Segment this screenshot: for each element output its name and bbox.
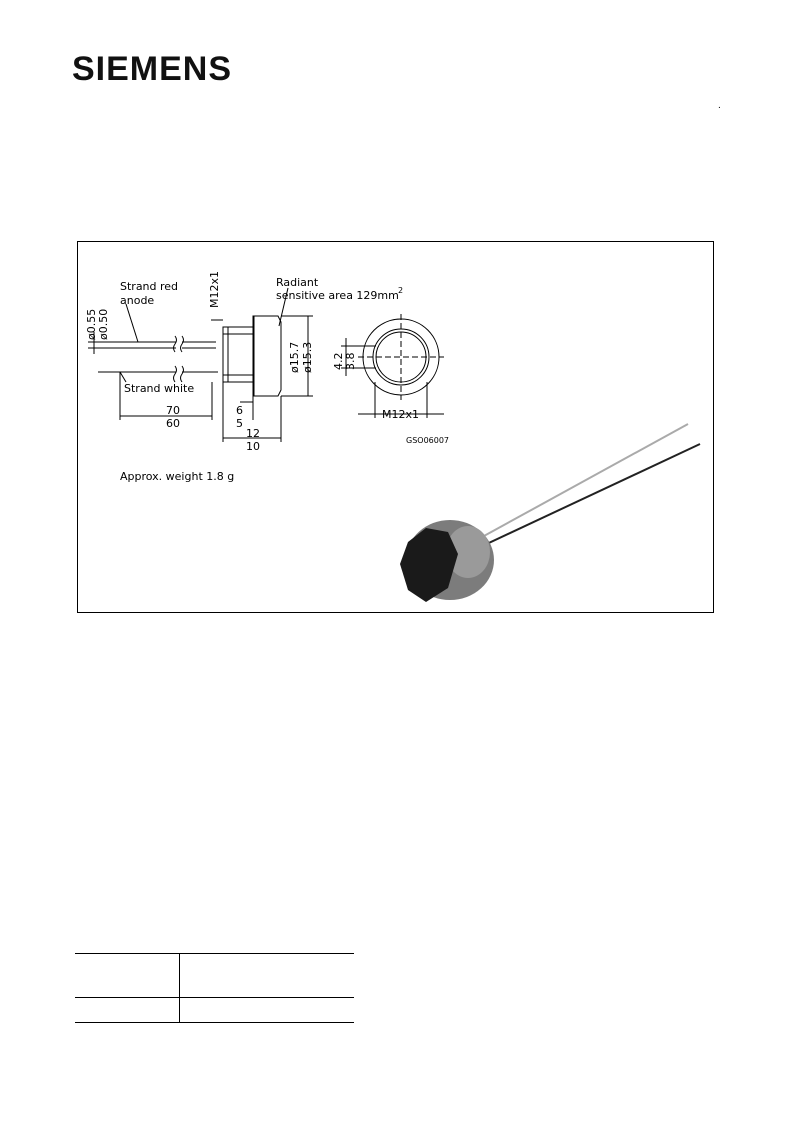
dimension-drawing: Strand red anode Strand white M12x1 Radi… [85,271,701,602]
thread-label-vertical: M12x1 [208,271,221,308]
wire-dia-min: ø0.50 [97,309,110,340]
page-mark: . [718,100,721,111]
total-length-max: 12 [246,427,260,440]
front-thread-label: M12x1 [382,408,419,421]
drawing-code: GSO06007 [406,436,449,445]
table-rule-middle [75,997,354,998]
body-dia-min: ø15.3 [301,342,314,373]
siemens-logo: SIEMENS [72,50,233,88]
head-length-min: 5 [236,417,243,430]
table-rule-top [75,953,354,954]
side-view [88,287,313,442]
anode-label: anode [120,294,154,307]
table-rule-bottom [75,1022,354,1023]
package-outline-figure: Strand red anode Strand white M12x1 Radi… [77,241,714,613]
front-dim-max: 4.2 [332,353,345,371]
sensitive-area-label: sensitive area 129mm [276,289,399,302]
front-view [341,314,444,418]
strand-red-label: Strand red [120,280,178,293]
product-photo [400,423,701,602]
radiant-label: Radiant [276,276,319,289]
strand-white-label: Strand white [124,382,194,395]
weight-note: Approx. weight 1.8 g [120,470,234,483]
wire-length-min: 60 [166,417,180,430]
wire-dia-max: ø0.55 [85,309,98,340]
body-dia-max: ø15.7 [288,342,301,373]
sensitive-area-superscript: 2 [398,286,403,295]
front-dim-min: 3.8 [344,353,357,371]
table-column-divider [179,953,180,1022]
total-length-min: 10 [246,440,260,453]
empty-table [75,953,354,1023]
wire-length-max: 70 [166,404,180,417]
head-length-max: 6 [236,404,243,417]
